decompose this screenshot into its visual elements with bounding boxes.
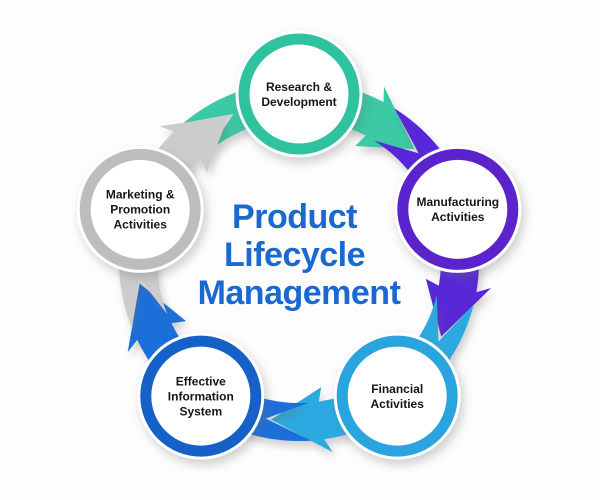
arrow-financial-activities: [271, 295, 474, 453]
node-ring-research-development: [238, 33, 360, 155]
label-effective-information-system-line-3: System: [179, 404, 222, 418]
center-title-line-3: Management: [198, 274, 401, 312]
label-marketing-promotion-activities-line-3: Activities: [114, 218, 168, 232]
label-effective-information-system-line-2: Information: [168, 389, 234, 403]
label-marketing-promotion-activities-line-1: Marketing &: [106, 188, 175, 202]
label-effective-information-system-line-1: Effective: [176, 374, 226, 388]
label-manufacturing-activities-line-2: Activities: [431, 210, 485, 224]
label-research-development-line-1: Research &: [266, 80, 332, 94]
label-marketing-promotion-activities-line-2: Promotion: [110, 203, 170, 217]
center-title-line-2: Lifecycle: [224, 236, 365, 274]
node-ring-financial-activities: [336, 335, 458, 457]
node-research-development: Research &Development: [235, 30, 363, 158]
arrow-manufacturing-activities: [374, 108, 492, 337]
label-manufacturing-activities-line-1: Manufacturing: [416, 195, 499, 209]
node-ring-effective-information-system: [140, 335, 262, 457]
arrow-effective-information-system: [127, 283, 312, 442]
center-title: Product Lifecycle Management: [198, 198, 401, 312]
node-ring-manufacturing-activities: [397, 148, 519, 270]
label-financial-activities-line-2: Activities: [371, 397, 425, 411]
node-ring-marketing-promotion-activities: [79, 148, 201, 270]
center-title-line-1: Product: [232, 198, 357, 236]
label-research-development: Research &Development: [261, 80, 336, 109]
label-research-development-line-2: Development: [261, 95, 336, 109]
label-financial-activities-line-1: Financial: [371, 382, 423, 396]
